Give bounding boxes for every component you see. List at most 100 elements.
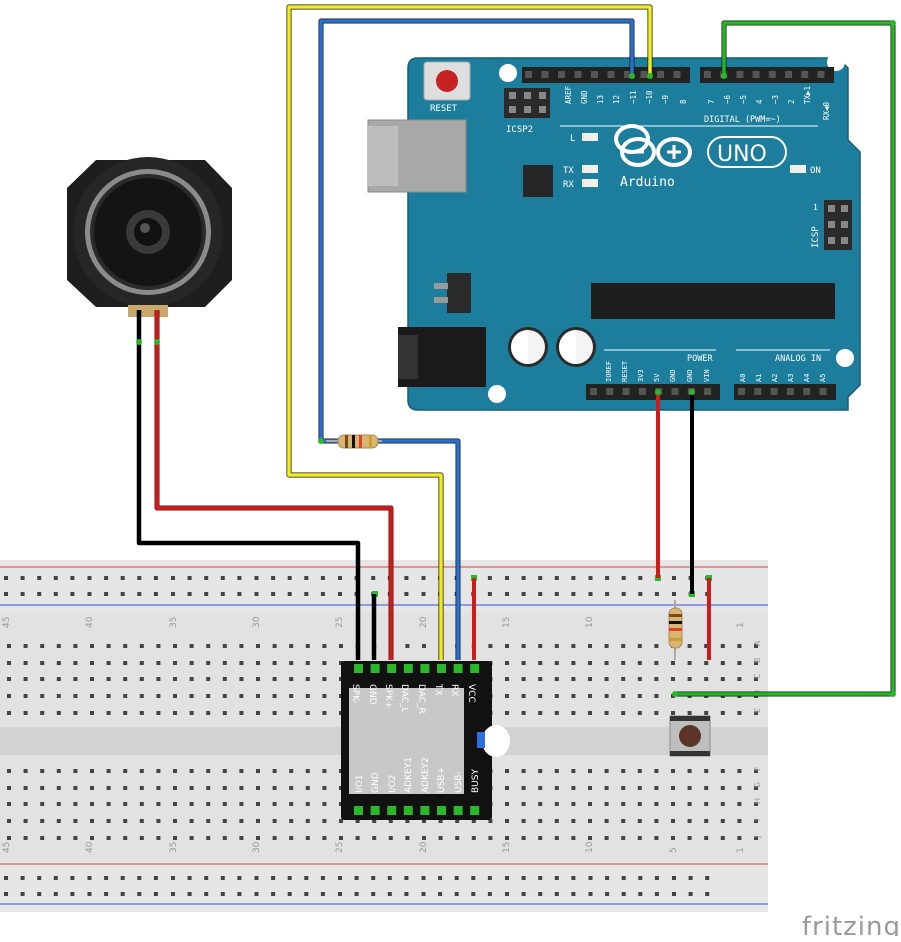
breadboard-hole [588,819,592,823]
breadboard-hole [637,661,642,665]
breadboard-hole [604,786,609,790]
rail-hole [705,892,710,896]
breadboard-hole [488,644,493,648]
breadboard-hole [173,661,177,665]
rail-hole [487,576,492,580]
rail-hole [204,576,209,580]
mp3-pin-label: DAC_L [399,684,409,713]
resistor-button [668,600,683,660]
usb-chip [523,165,553,197]
breadboard-hole [239,802,244,806]
rail-hole [621,892,626,896]
breadboard-hole [571,694,576,698]
header-pin [590,388,597,395]
rail-hole [638,576,643,580]
breadboard-hole [73,661,78,665]
push-button[interactable] [669,715,711,757]
header-pin [819,388,827,395]
rail-hole [304,592,309,596]
breadboard-hole [272,694,277,698]
row-letter: B [753,658,762,664]
breadboard-hole [687,802,692,806]
breadboard-hole [654,661,659,665]
breadboard-hole [7,802,11,806]
breadboard-hole [256,819,260,823]
breadboard-hole [40,694,45,698]
breadboard-hole [156,819,161,823]
breadboard-hole [737,802,742,806]
rail-hole [153,592,158,596]
breadboard-hole [305,644,310,648]
breadboard-hole [737,661,742,665]
row-letter: F [753,766,762,771]
col-number-bottom: 15 [502,842,512,853]
voltage-regulator [434,273,471,313]
breadboard-hole [256,711,260,715]
rail-hole [605,592,610,596]
breadboard-hole [56,661,61,665]
rail-hole [70,576,75,580]
breadboard-hole [604,644,609,648]
breadboard-hole [173,786,177,790]
breadboard-hole [123,711,128,715]
breadboard-hole [56,802,61,806]
breadboard-hole [505,802,509,806]
breadboard-hole [720,786,725,790]
breadboard-hole [206,644,211,648]
rail-hole [454,892,459,896]
breadboard-hole [538,836,543,840]
rail-hole [104,892,109,896]
breadboard-hole [720,661,725,665]
breadboard-hole [754,644,758,648]
breadboard-hole [687,769,692,773]
analog-pin-label: A5 [819,374,827,382]
breadboard-hole [173,711,177,715]
header-pin [770,388,778,395]
breadboard-hole [7,694,11,698]
power-pin-label: 5V [653,373,661,382]
breadboard-hole [106,644,111,648]
col-number-top: 45 [2,617,12,628]
col-number-bottom: 30 [252,841,262,853]
breadboard-hole [405,819,410,823]
rail-hole [571,892,576,896]
rail-hole [404,576,409,580]
breadboard-hole [90,644,94,648]
breadboard-hole [538,711,543,715]
breadboard-hole [720,769,725,773]
breadboard-hole [222,836,227,840]
rail-hole [220,592,225,596]
rail-hole [104,576,109,580]
header-pin [738,388,745,395]
rail-hole [487,892,492,896]
rx-led [582,179,598,187]
breadboard-hole [538,819,543,823]
col-number-bottom: 5 [669,847,679,853]
breadboard-hole [571,769,576,773]
rail-hole [705,876,710,880]
breadboard-hole [604,769,609,773]
breadboard-hole [289,711,294,715]
breadboard-hole [754,661,758,665]
rx-led-label: RX [563,180,574,190]
header-pin [607,71,615,78]
breadboard-hole [505,694,509,698]
header-pin [817,71,825,78]
breadboard-hole [621,711,626,715]
rail-hole [654,892,659,896]
rail-hole [621,876,626,880]
header-pin [803,388,811,395]
breadboard-hole [139,677,144,681]
breadboard-hole [488,836,493,840]
reset-button[interactable] [423,61,471,101]
breadboard-hole [289,802,294,806]
rail-hole [237,892,242,896]
breadboard-hole [40,802,45,806]
mp3-pin-label: I/O2 [388,775,398,794]
breadboard-hole [106,769,111,773]
breadboard-hole [156,769,161,773]
rail-hole [320,576,325,580]
breadboard-hole [156,836,161,840]
rail-hole [605,576,610,580]
breadboard-hole [222,802,227,806]
